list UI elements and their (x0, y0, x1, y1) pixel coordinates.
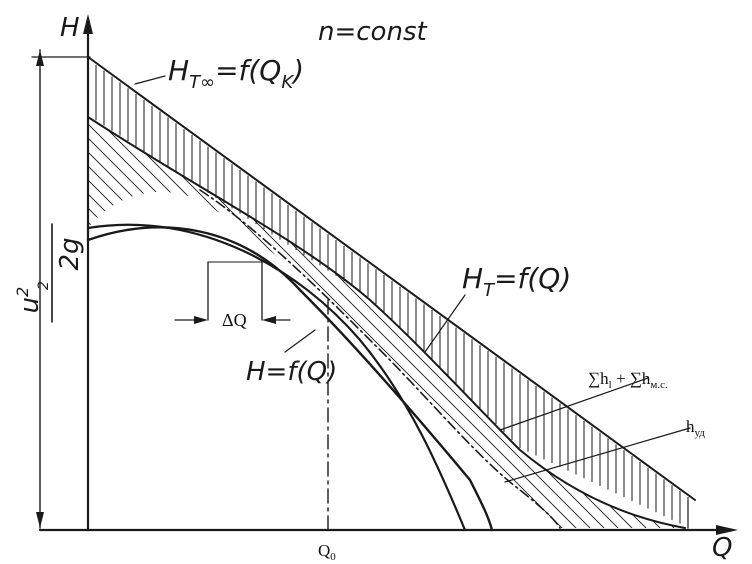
diagonal-hatch (88, 117, 253, 528)
diagonal-hatch (329, 117, 685, 528)
u2-dimension: u2 2 2g (13, 49, 91, 529)
diagonal-hatch (525, 117, 685, 528)
hatching (88, 64, 752, 540)
axis-q-label: Q (712, 533, 732, 563)
diagonal-hatch (88, 117, 183, 528)
u2-symbol: u (15, 297, 45, 313)
q-axis-arrow (716, 525, 738, 535)
diagonal-hatch (609, 117, 685, 528)
u2-superscript: 2 (13, 287, 32, 297)
diagonal-hatch (88, 117, 169, 528)
h-curve-label: H=f(Q) (246, 357, 337, 387)
loss-label: ∑hl + ∑hм.с. (588, 369, 668, 391)
diagonal-hatch (623, 117, 685, 528)
diagonal-hatch (343, 117, 685, 528)
h-curve (86, 223, 467, 532)
diagonal-hatch (483, 117, 685, 528)
diagonal-hatch (637, 117, 685, 528)
diagonal-hatch (88, 117, 295, 528)
diagonal-hatch (357, 117, 685, 528)
shock-dashed-curve (199, 189, 561, 529)
diagonal-hatch (147, 117, 589, 528)
diagonal-hatch (441, 117, 685, 528)
ht-curve (87, 116, 686, 529)
diagonal-hatch (259, 117, 685, 528)
diagonal-hatch (469, 117, 685, 528)
u2-denominator: 2g (55, 237, 85, 270)
diagonal-hatch (371, 117, 685, 528)
u2-subscript: 2 (36, 281, 52, 290)
diagonal-hatch (88, 117, 435, 528)
delta-q-label: ΔQ (222, 310, 247, 330)
diagonal-hatch (88, 117, 141, 528)
axis-h-label: H (60, 13, 80, 43)
diagonal-hatch (105, 117, 547, 528)
svg-text:u2: u2 (13, 287, 45, 314)
header-label: n=const (318, 17, 427, 47)
diagonal-hatch (231, 117, 673, 528)
leader-lines (134, 75, 691, 483)
diagonal-hatch (88, 117, 155, 528)
q0-label: Q0 (318, 541, 336, 563)
diagonal-hatch (88, 117, 519, 528)
diagonal-hatch (722, 100, 752, 540)
labels: H Q n=const HT∞=f(QK) HT=f(Q) H=f(Q) ΔQ … (60, 13, 732, 563)
delta-q-construction (174, 261, 291, 324)
curves (86, 56, 696, 532)
diagonal-hatch (694, 100, 752, 540)
diagonal-hatch (679, 117, 685, 528)
diagonal-hatch (651, 117, 685, 528)
ht-label: HT=f(Q) (462, 262, 571, 301)
diagonal-hatch (708, 100, 752, 540)
diagonal-hatch (595, 117, 685, 528)
ht-inf-line (87, 56, 696, 501)
h-axis-arrow (83, 14, 93, 34)
diagonal-hatch (427, 117, 685, 528)
shock-label: hуд (686, 417, 705, 439)
diagonal-hatch (88, 117, 477, 528)
diagonal-hatch (189, 117, 631, 528)
axes (38, 14, 738, 535)
diagonal-hatch (665, 117, 685, 528)
diagonal-hatch (736, 100, 752, 540)
ht-inf-label: HT∞=f(QK) (168, 54, 304, 93)
h-curve-upper (86, 226, 494, 532)
diagonal-hatch (88, 117, 421, 528)
diagonal-hatch (539, 117, 685, 528)
